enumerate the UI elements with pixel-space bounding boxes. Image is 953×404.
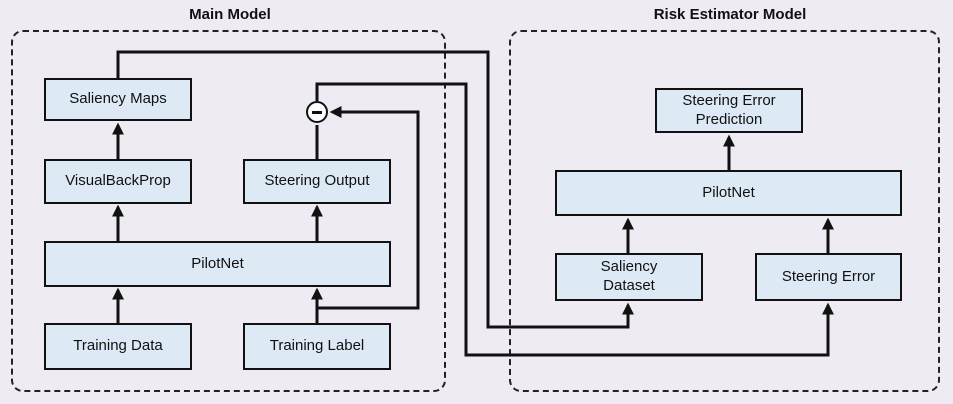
steering-error-label: Steering Error [781, 267, 876, 285]
saliency-maps-box: Saliency Maps [44, 78, 192, 121]
saliency-dataset-label-line1: Saliency [600, 258, 658, 276]
visualbackprop-box: VisualBackProp [44, 159, 192, 204]
training-label-box: Training Label [243, 323, 391, 370]
minus-circle-icon [306, 101, 328, 123]
training-label-label: Training Label [269, 337, 365, 355]
risk-model-title: Risk Estimator Model [653, 6, 807, 23]
steering-output-label: Steering Output [264, 172, 370, 190]
steering-error-prediction-box: Steering Error Prediction [655, 88, 803, 133]
steering-error-prediction-label-line1: Steering Error [682, 91, 776, 109]
main-pilotnet-box: PilotNet [44, 241, 391, 287]
training-data-box: Training Data [44, 323, 192, 370]
main-model-title: Main Model [189, 6, 271, 23]
steering-output-box: Steering Output [243, 159, 391, 204]
steering-error-prediction-label-line2: Prediction [695, 110, 763, 128]
saliency-maps-label: Saliency Maps [69, 90, 167, 108]
visualbackprop-label: VisualBackProp [65, 172, 171, 190]
saliency-dataset-label-line2: Dataset [603, 277, 655, 294]
main-pilotnet-label: PilotNet [191, 254, 244, 272]
steering-error-box: Steering Error [755, 253, 902, 301]
saliency-dataset-box: Saliency Dataset [555, 253, 703, 301]
training-data-label: Training Data [73, 337, 163, 355]
risk-pilotnet-label: PilotNet [702, 183, 755, 201]
risk-pilotnet-box: PilotNet [555, 170, 902, 216]
